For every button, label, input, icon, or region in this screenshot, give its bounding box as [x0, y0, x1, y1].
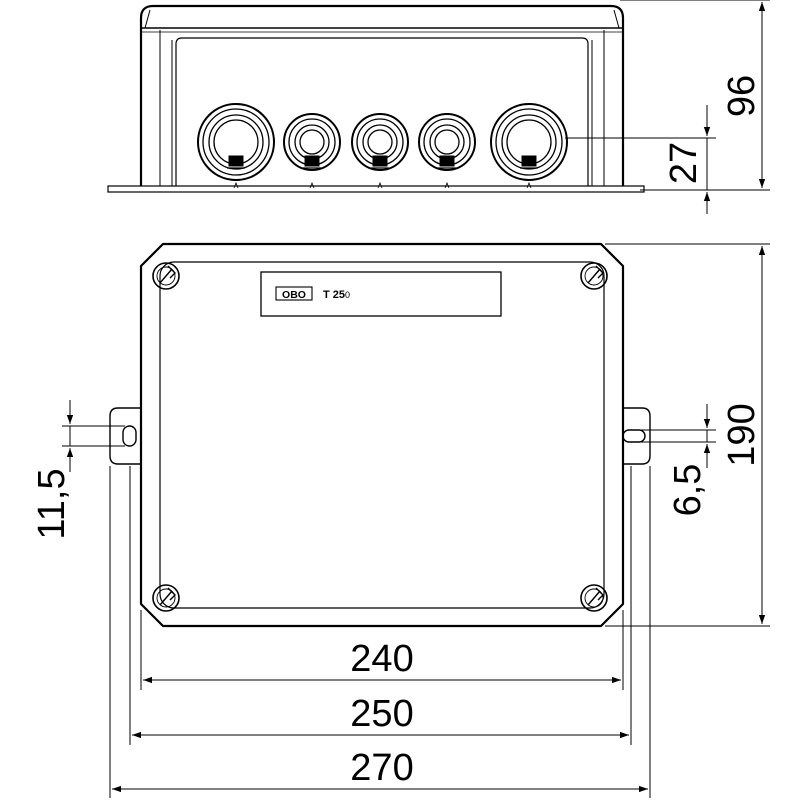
top-dimensions [62, 243, 770, 798]
cable-glands [197, 103, 568, 189]
corner-accent [144, 9, 620, 29]
obo-logo-box [275, 286, 313, 301]
cable-gland [197, 103, 275, 189]
mounting-lug-left [109, 407, 141, 465]
base-flange [107, 185, 645, 193]
model-suffix: 0 [345, 290, 350, 300]
lid-screw [152, 262, 180, 290]
lid-screws [152, 262, 608, 612]
model-label: T 250 [323, 289, 350, 301]
height-dimension-label: 96 [721, 75, 763, 117]
side-view [107, 4, 645, 193]
lid-outline [139, 242, 625, 628]
width-250-label: 250 [350, 693, 413, 735]
lid-inner-outline [159, 261, 605, 609]
cable-gland [283, 113, 341, 189]
lid-screw [152, 584, 180, 612]
box-body-outline [139, 4, 625, 186]
lug-hole-dimension-label: 11,5 [31, 468, 73, 539]
obo-logo: OBO [282, 289, 306, 301]
lug-slot-right [622, 429, 646, 443]
label-plate [260, 271, 502, 317]
cable-gland [418, 113, 476, 189]
cable-gland [351, 113, 409, 189]
lid-screw [580, 584, 608, 612]
mounting-lug-right [623, 407, 651, 465]
side-panel [175, 37, 589, 186]
lug-hole-left [122, 425, 137, 447]
top-view [109, 242, 651, 628]
lug-slot-dimension-label: 6,5 [667, 464, 709, 517]
width-240-label: 240 [350, 638, 413, 680]
lid-screw [580, 262, 608, 290]
model-prefix: T 25 [323, 289, 345, 301]
width-270-label: 270 [350, 747, 413, 789]
side-dimensions [565, 0, 770, 214]
cable-gland [490, 103, 568, 189]
entry-height-dimension-label: 27 [663, 142, 705, 184]
depth-dimension-label: 190 [721, 403, 763, 466]
